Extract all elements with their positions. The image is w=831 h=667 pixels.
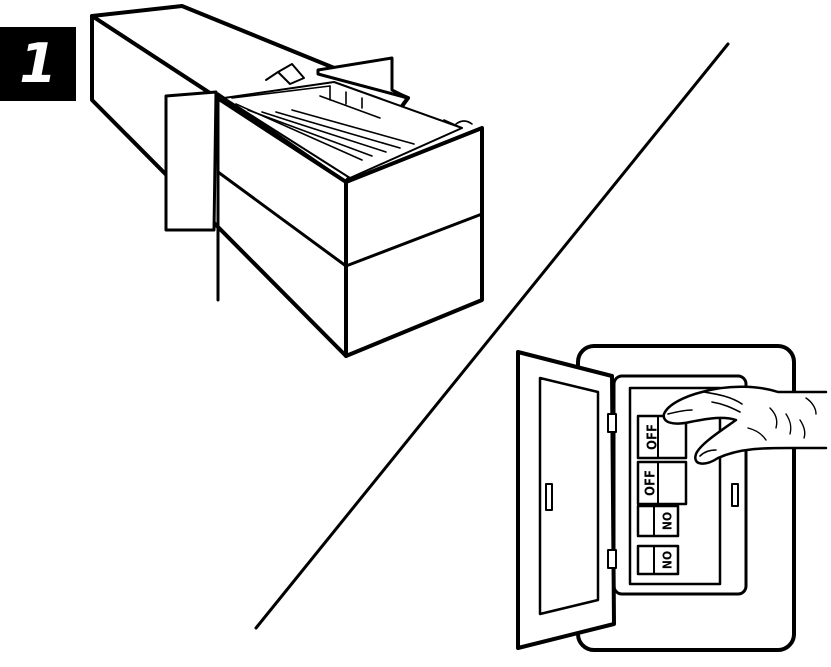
divider-line xyxy=(254,42,730,630)
step-number-badge: 1 xyxy=(0,27,76,101)
breaker-2: ON xyxy=(636,504,680,538)
door-hinge-bottom xyxy=(607,549,617,569)
shipping-box xyxy=(90,4,484,358)
breaker-3-label: ON xyxy=(660,551,674,569)
box-side-flap xyxy=(164,90,218,232)
hand xyxy=(662,385,828,465)
panel-door-window xyxy=(538,376,600,616)
box-seam xyxy=(216,170,484,268)
breaker-0: OFF xyxy=(636,414,688,460)
box-tab xyxy=(277,63,305,85)
box-end-face xyxy=(344,126,484,358)
breaker-3: ON xyxy=(636,544,680,576)
door-hinge-top xyxy=(607,413,617,433)
appliance-panel-lines xyxy=(231,85,473,161)
box-lid-flap xyxy=(316,56,410,100)
breaker-1: OFF xyxy=(636,460,688,506)
breaker-panel: OFF OFF ON ON xyxy=(516,344,828,652)
breaker-0-label: OFF xyxy=(646,424,661,450)
breaker-1-label: OFF xyxy=(644,470,659,496)
hand-shape xyxy=(662,385,828,465)
breaker-2-label: ON xyxy=(660,512,674,530)
